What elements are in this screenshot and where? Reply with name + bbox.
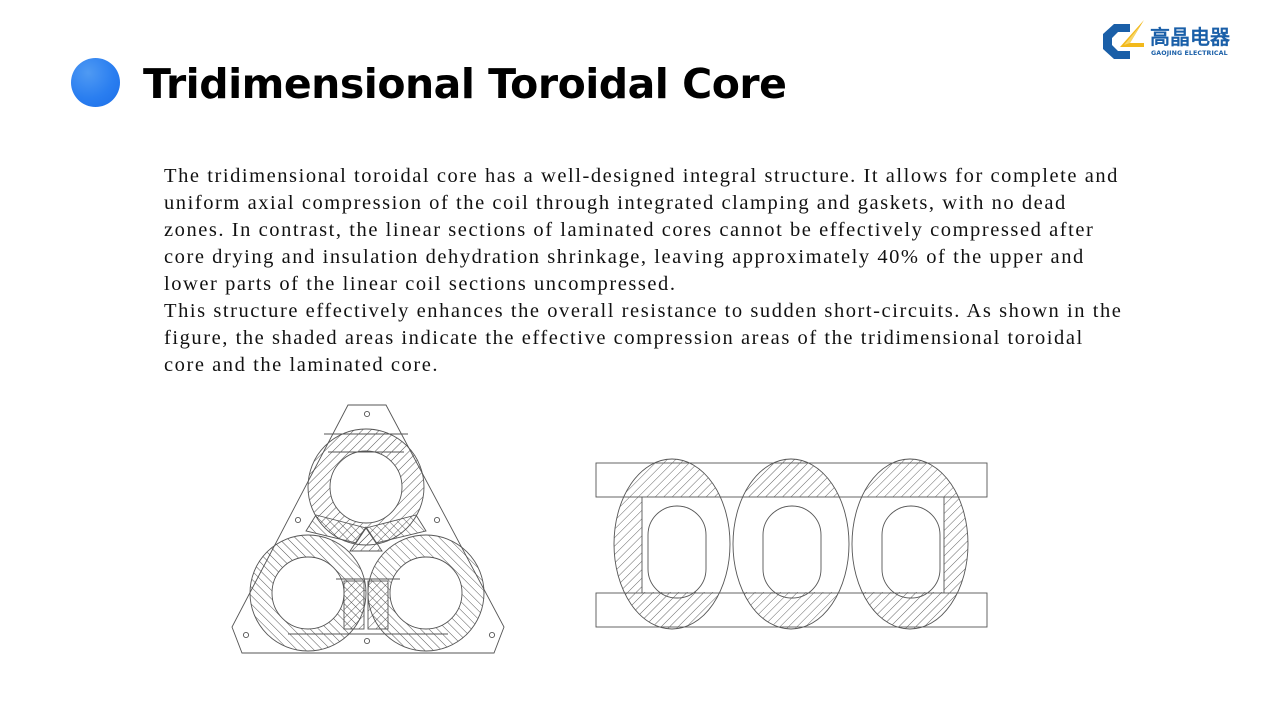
logo-chinese-name: 高晶电器	[1150, 25, 1230, 49]
toroidal-core-diagram	[231, 404, 505, 654]
title-bullet-icon	[71, 58, 120, 107]
paragraph-short-circuit: This structure effectively enhances the …	[164, 300, 1123, 376]
description-text: The tridimensional toroidal core has a w…	[164, 163, 1124, 379]
paragraph-compression: The tridimensional toroidal core has a w…	[164, 165, 1119, 295]
page-title: Tridimensional Toroidal Core	[143, 60, 787, 108]
logo-english-name: GAOJING ELECTRICAL	[1151, 50, 1228, 57]
company-logo: 高晶电器 GAOJING ELECTRICAL	[1100, 18, 1245, 64]
gaojing-logo-icon	[1103, 20, 1144, 59]
laminated-core-diagram	[595, 458, 988, 630]
